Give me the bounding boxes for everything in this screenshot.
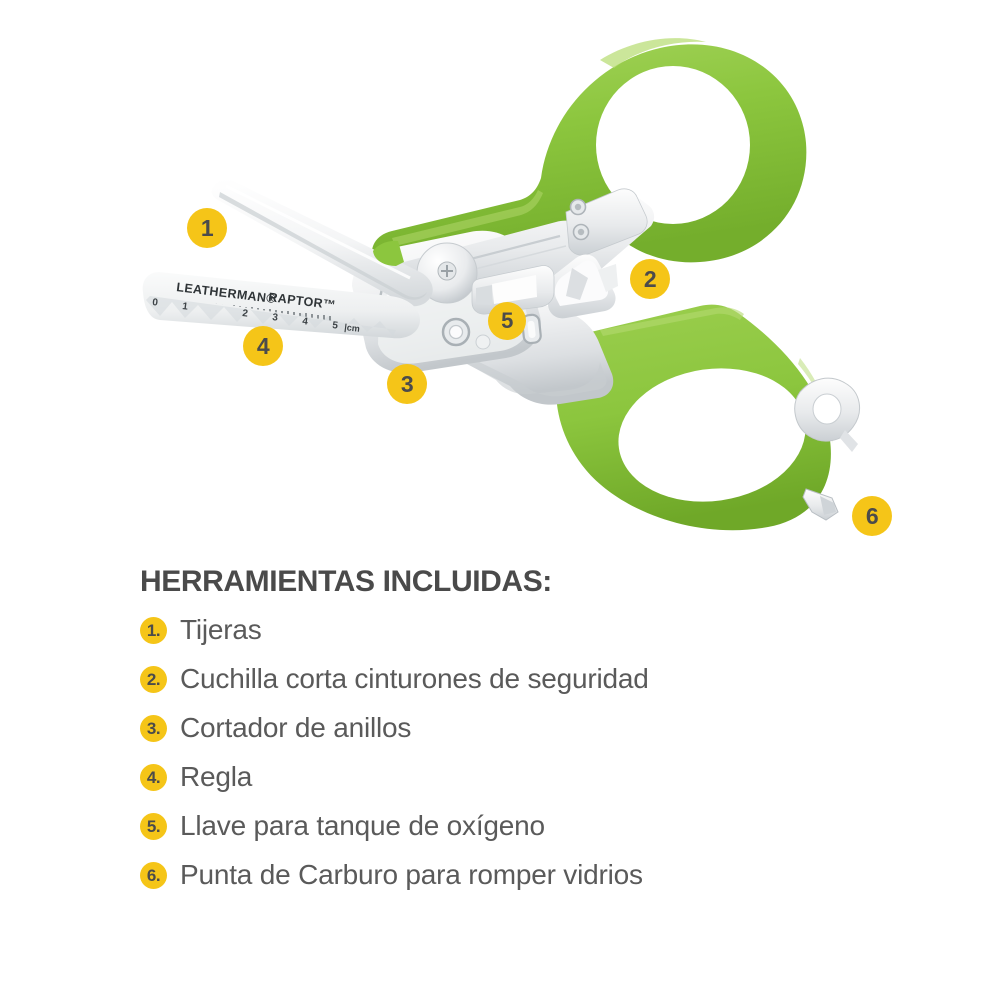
- svg-text:5: 5: [332, 320, 339, 332]
- callout-badge-2: 2: [630, 259, 670, 299]
- callout-3-number: 3: [400, 371, 414, 397]
- callout-badge-1: 1: [187, 208, 227, 248]
- list-item: 5. Llave para tanque de oxígeno: [140, 804, 900, 848]
- callout-2-number: 2: [643, 266, 657, 292]
- callout-5-number: 5: [501, 308, 513, 333]
- oxygen-tank-wrench: [521, 313, 542, 345]
- svg-text:4: 4: [302, 316, 309, 328]
- list-item: 1. Tijeras: [140, 608, 900, 652]
- ring-cutter-hole: [441, 317, 491, 350]
- svg-text:1: 1: [182, 301, 189, 313]
- tool-number-badge-2: 2.: [140, 665, 167, 693]
- lanyard-ring: [794, 377, 861, 452]
- tool-number-badge-3: 3.: [140, 714, 167, 742]
- tools-heading: HERRAMIENTAS INCLUIDAS:: [140, 565, 552, 598]
- list-item: 3. Cortador de anillos: [140, 706, 900, 750]
- svg-text:2: 2: [242, 308, 249, 320]
- tool-number-badge-1: 1.: [140, 616, 167, 644]
- svg-text:|cm: |cm: [344, 322, 361, 334]
- svg-text:0: 0: [152, 297, 159, 309]
- callout-badge-6: 6: [852, 496, 892, 536]
- list-item: 4. Regla: [140, 755, 900, 799]
- included-tools-section: HERRAMIENTAS INCLUIDAS: 1. Tijeras 2. Cu…: [140, 565, 900, 902]
- callout-badge-3: 3: [387, 364, 427, 404]
- scissor-blade: [211, 179, 433, 307]
- list-item: 6. Punta de Carburo para romper vidrios: [140, 853, 900, 897]
- product-image-area: 0 1 2 3 4 5 |cm LEATHERMAN® RAPTOR™ 1 2 …: [142, 38, 892, 536]
- callout-badge-5: 5: [488, 302, 526, 340]
- strap-cutter-blade: [548, 254, 618, 319]
- leatherman-raptor-illustration: 0 1 2 3 4 5 |cm LEATHERMAN® RAPTOR™: [142, 38, 861, 531]
- tool-number-badge-4: 4.: [140, 763, 167, 791]
- tool-label-3: Cortador de anillos: [180, 711, 412, 743]
- tool-label-4: Regla: [180, 760, 253, 792]
- ruler-blade: 0 1 2 3 4 5 |cm LEATHERMAN® RAPTOR™: [142, 272, 420, 339]
- tool-label-1: Tijeras: [180, 613, 262, 645]
- svg-text:3: 3: [272, 312, 279, 324]
- ruler-tick-labels: 0 1 2 3 4 5 |cm: [152, 297, 361, 334]
- tool-label-5: Llave para tanque de oxígeno: [180, 809, 545, 841]
- green-sliver: [373, 240, 404, 266]
- tool-label-6: Punta de Carburo para romper vidrios: [180, 858, 643, 890]
- callout-1-number: 1: [200, 215, 214, 241]
- tool-number-badge-6: 6.: [140, 861, 167, 889]
- callout-badge-4: 4: [243, 326, 283, 366]
- carbide-glass-breaker-tip: [802, 488, 839, 521]
- callout-6-number: 6: [865, 503, 879, 529]
- upper-green-handle: [372, 38, 807, 268]
- callout-4-number: 4: [256, 333, 270, 359]
- tool-number-badge-5: 5.: [140, 812, 167, 840]
- tool-label-2: Cuchilla corta cinturones de seguridad: [180, 662, 649, 694]
- list-item: 2. Cuchilla corta cinturones de segurida…: [140, 657, 900, 701]
- folding-latch: [471, 265, 555, 315]
- lower-green-handle: [555, 304, 833, 531]
